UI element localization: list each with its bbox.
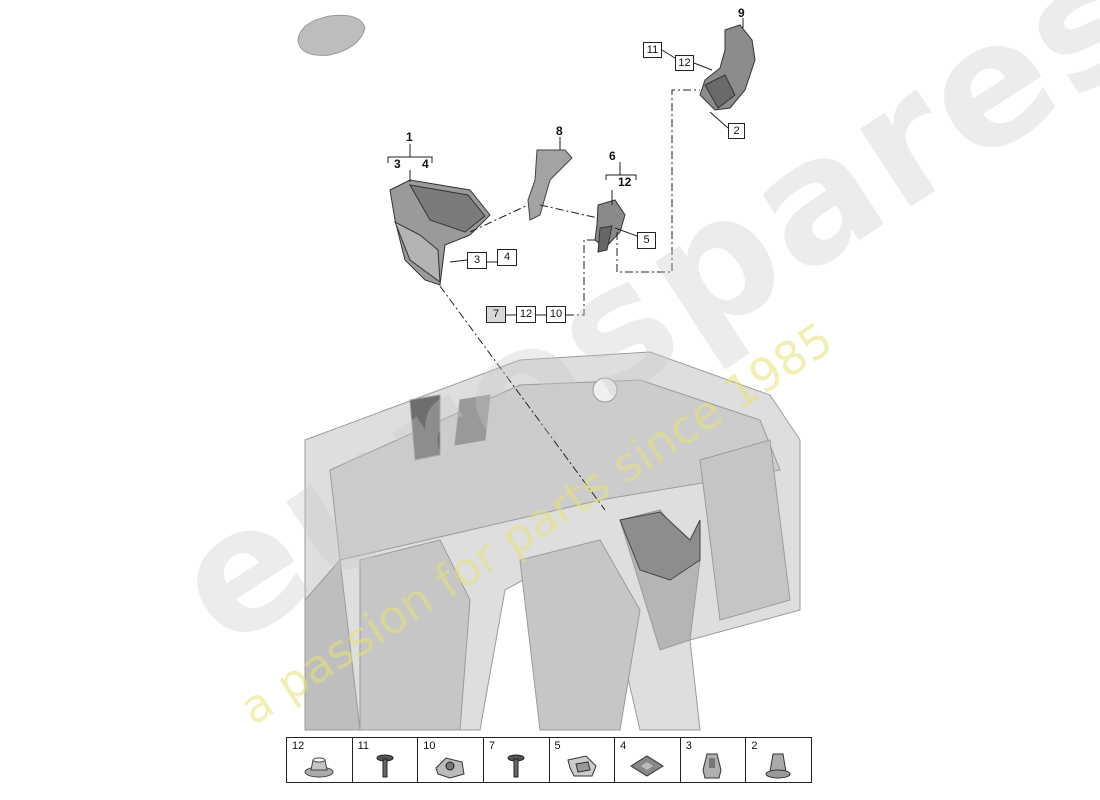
callout-4: 4: [497, 249, 517, 266]
dash-lines: [439, 89, 700, 511]
label-9: 9: [738, 6, 745, 20]
fastener-legend: 12 11 10 7 5 4 3 2: [286, 737, 812, 783]
label-1: 1: [406, 130, 413, 144]
label-12: 12: [618, 175, 632, 189]
legend-number: 4: [620, 740, 627, 752]
callout-3: 3: [467, 252, 487, 269]
callout-5: 5: [637, 232, 656, 249]
callout-12-top: 12: [675, 55, 694, 71]
legend-number: 11: [357, 740, 370, 752]
part-1-trim-panel: [389, 179, 491, 286]
legend-item: 12: [287, 738, 353, 782]
legend-item: 3: [681, 738, 747, 782]
part-8-cover: [527, 149, 573, 221]
expansion-rivet-icon: [765, 753, 791, 779]
legend-item: 2: [746, 738, 811, 782]
screw-icon: [507, 754, 525, 778]
part-6-bracket: [594, 199, 626, 253]
foam-pad-icon: [630, 755, 665, 777]
callout-7: 7: [486, 306, 506, 323]
legend-number: 3: [685, 740, 692, 752]
legend-number: 2: [751, 740, 758, 752]
screw-icon: [376, 754, 394, 778]
legend-item: 10: [418, 738, 484, 782]
label-6: 6: [609, 149, 616, 163]
legend-item: 7: [484, 738, 550, 782]
legend-item: 11: [353, 738, 419, 782]
callout-12: 12: [516, 306, 536, 323]
legend-item: 4: [615, 738, 681, 782]
clip-nut-icon: [304, 757, 334, 778]
retaining-clip-icon: [566, 755, 597, 777]
leader-lines: [387, 18, 744, 316]
callout-10: 10: [546, 306, 566, 323]
plastic-clip-icon: [702, 753, 722, 779]
callout-2: 2: [728, 123, 745, 139]
legend-number: 5: [554, 740, 561, 752]
label-8: 8: [556, 124, 563, 138]
legend-number: 10: [423, 740, 436, 752]
legend-number: 12: [292, 740, 305, 752]
callout-11: 11: [643, 42, 662, 58]
legend-number: 7: [488, 740, 495, 752]
legend-item: 5: [550, 738, 616, 782]
label-3: 3: [394, 157, 401, 171]
sealing-pad: [297, 14, 366, 56]
spring-clip-icon: [435, 757, 465, 779]
c-pillar-installed: [619, 511, 701, 581]
part-9-bracket: [699, 24, 756, 111]
label-4: 4: [422, 157, 429, 171]
